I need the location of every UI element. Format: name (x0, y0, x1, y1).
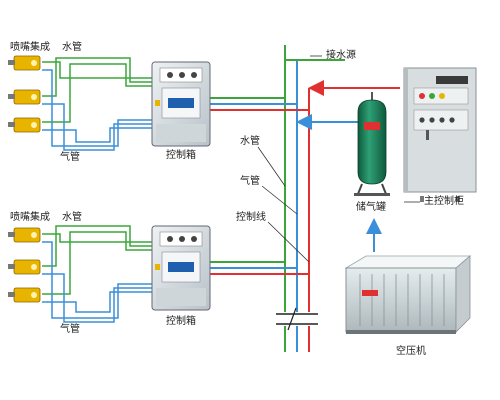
compressor-label: 空压机 (396, 346, 426, 357)
nozzle-icon (8, 89, 41, 105)
nozzle-group-top (8, 55, 41, 133)
top-branch-lines (42, 57, 309, 151)
nozzle-group-bottom-label: 喷嘴集成 (10, 212, 50, 223)
air-pipe-top-label: 气管 (60, 152, 80, 163)
control-box-top (151, 61, 211, 147)
main-control-cabinet (403, 67, 477, 202)
control-box-bottom-label: 控制箱 (166, 316, 196, 327)
control-box-bottom (151, 225, 211, 311)
air-pipe-mid-label: 气管 (240, 176, 260, 187)
main-cabinet-label: 主控制柜 (424, 196, 464, 207)
nozzle-group-bottom (8, 227, 41, 303)
air-tank (354, 92, 390, 196)
nozzle-icon (8, 287, 41, 303)
control-line-mid-label: 控制线 (236, 212, 266, 223)
air-compressor (344, 255, 472, 334)
air-pipe-bottom-label: 气管 (60, 324, 80, 335)
nozzle-icon (8, 55, 41, 71)
nozzle-icon (8, 227, 41, 243)
water-pipe-bottom-label: 水管 (62, 212, 82, 223)
nozzle-icon (8, 259, 41, 275)
bottom-branch-lines (42, 225, 309, 323)
water-source-label: 接水源 (326, 50, 356, 61)
nozzle-icon (8, 117, 41, 133)
label-leaders (257, 55, 420, 263)
main-trunk-lines (276, 45, 318, 352)
water-pipe-top-label: 水管 (62, 42, 82, 53)
air-tank-label: 储气罐 (356, 202, 386, 213)
water-pipe-mid-label: 水管 (240, 136, 260, 147)
control-box-top-label: 控制箱 (166, 150, 196, 161)
nozzle-group-top-label: 喷嘴集成 (10, 42, 50, 53)
